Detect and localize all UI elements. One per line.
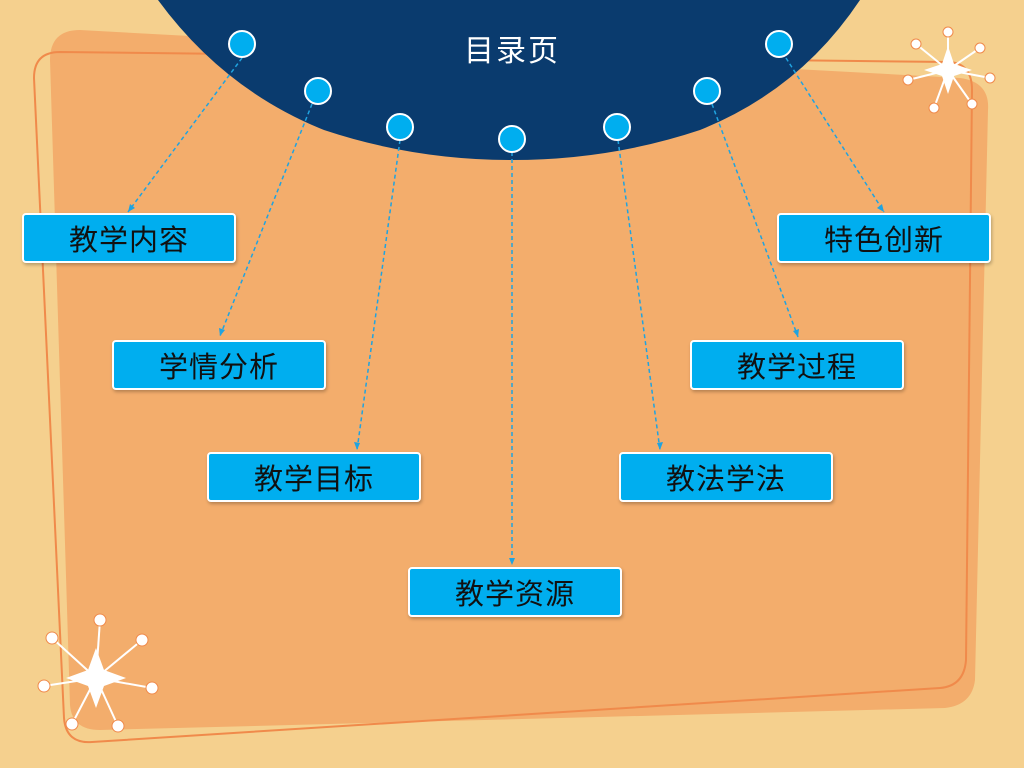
dot-6 bbox=[693, 77, 721, 105]
connectors bbox=[127, 57, 885, 565]
page-title: 目录页 bbox=[464, 34, 560, 69]
star-icon bbox=[37, 613, 159, 733]
node-box-7[interactable]: 特色创新 bbox=[777, 213, 991, 263]
arc-dots bbox=[228, 30, 793, 153]
dot-2 bbox=[304, 77, 332, 105]
node-box-2[interactable]: 学情分析 bbox=[112, 340, 326, 390]
dot-3 bbox=[386, 113, 414, 141]
node-box-1[interactable]: 教学内容 bbox=[22, 213, 236, 263]
dot-1 bbox=[228, 30, 256, 58]
star-icon bbox=[902, 26, 996, 114]
connector-1 bbox=[127, 57, 243, 213]
node-box-4[interactable]: 教学资源 bbox=[408, 567, 622, 617]
panel-outline bbox=[32, 50, 974, 744]
node-box-5[interactable]: 教法学法 bbox=[619, 452, 833, 502]
connector-arrowheads bbox=[128, 204, 884, 565]
connector-3 bbox=[356, 139, 401, 451]
node-box-3[interactable]: 教学目标 bbox=[207, 452, 421, 502]
connector-5 bbox=[617, 139, 661, 451]
dot-7 bbox=[765, 30, 793, 58]
connector-6 bbox=[711, 103, 799, 338]
node-box-6[interactable]: 教学过程 bbox=[690, 340, 904, 390]
dot-5 bbox=[603, 113, 631, 141]
connector-7 bbox=[785, 57, 885, 213]
dot-4 bbox=[498, 125, 526, 153]
orange-panel bbox=[50, 30, 989, 730]
header-arc bbox=[158, 0, 860, 160]
